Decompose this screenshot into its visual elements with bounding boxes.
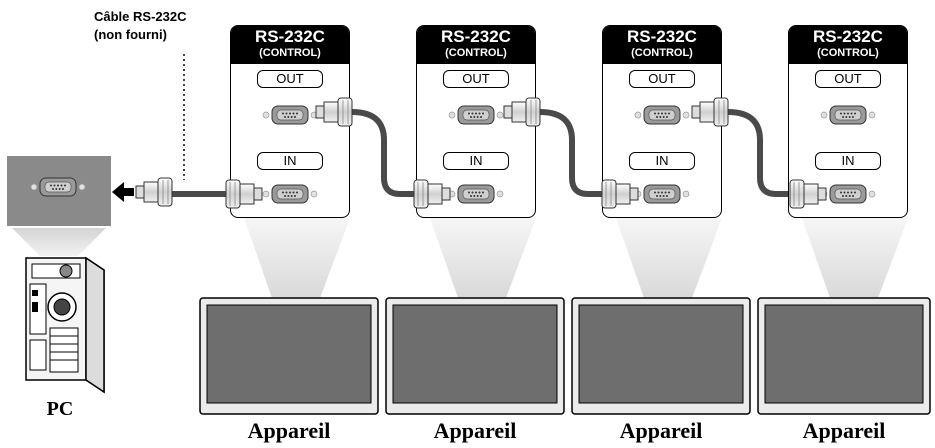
monitor-2-icon: [385, 297, 565, 415]
in-label: IN: [257, 152, 323, 170]
panel-header: RS-232C (CONTROL): [603, 26, 721, 64]
cable-monitor1-to-monitor2: [349, 109, 421, 197]
cable-label-line2: (non fourni): [94, 27, 167, 42]
arrow-to-pc-icon: [112, 182, 134, 202]
in-label: IN: [629, 152, 695, 170]
cable-monitor3-to-monitor4: [725, 109, 797, 197]
panel-title: RS-232C: [441, 27, 511, 46]
in-label: IN: [443, 152, 509, 170]
device-label-4: Appareil: [802, 418, 886, 443]
device-label-2: Appareil: [433, 418, 517, 443]
rs232c-panel-4: RS-232C (CONTROL) OUT IN: [788, 25, 908, 218]
cables: [169, 109, 797, 197]
out-label: OUT: [257, 70, 323, 88]
cable-label: Câble RS-232C (non fourni): [94, 8, 186, 44]
panel-subtitle: (CONTROL): [631, 47, 693, 59]
panel-title: RS-232C: [627, 27, 697, 46]
out-label: OUT: [443, 70, 509, 88]
device-label-1: Appareil: [247, 418, 331, 443]
panel-header: RS-232C (CONTROL): [231, 26, 349, 64]
panel-title: RS-232C: [813, 27, 883, 46]
panel-header: RS-232C (CONTROL): [789, 26, 907, 64]
device-label-3: Appareil: [619, 418, 703, 443]
rs232c-panel-2: RS-232C (CONTROL) OUT IN: [416, 25, 536, 218]
pc-tower-icon: [25, 256, 105, 394]
beam-monitor-4: [802, 218, 908, 298]
beam-monitor-2: [430, 218, 536, 298]
rs232c-panel-1: RS-232C (CONTROL) OUT IN: [230, 25, 350, 218]
out-label: OUT: [815, 70, 881, 88]
monitor-3-icon: [571, 297, 751, 415]
monitor-1-icon: [199, 297, 379, 415]
monitor-4-icon: [757, 297, 931, 415]
panel-subtitle: (CONTROL): [445, 47, 507, 59]
in-label: IN: [815, 152, 881, 170]
panel-header: RS-232C (CONTROL): [417, 26, 535, 64]
panel-subtitle: (CONTROL): [259, 47, 321, 59]
beam-monitor-1: [244, 218, 350, 298]
panel-subtitle: (CONTROL): [817, 47, 879, 59]
rs232c-panel-3: RS-232C (CONTROL) OUT IN: [602, 25, 722, 218]
cable-label-line1: Câble RS-232C: [94, 9, 187, 24]
panel-title: RS-232C: [255, 27, 325, 46]
pc-beam: [12, 228, 106, 256]
cable-monitor2-to-monitor3: [537, 109, 609, 197]
out-label: OUT: [629, 70, 695, 88]
pc-label: PC: [46, 398, 74, 420]
beam-monitor-3: [616, 218, 722, 298]
